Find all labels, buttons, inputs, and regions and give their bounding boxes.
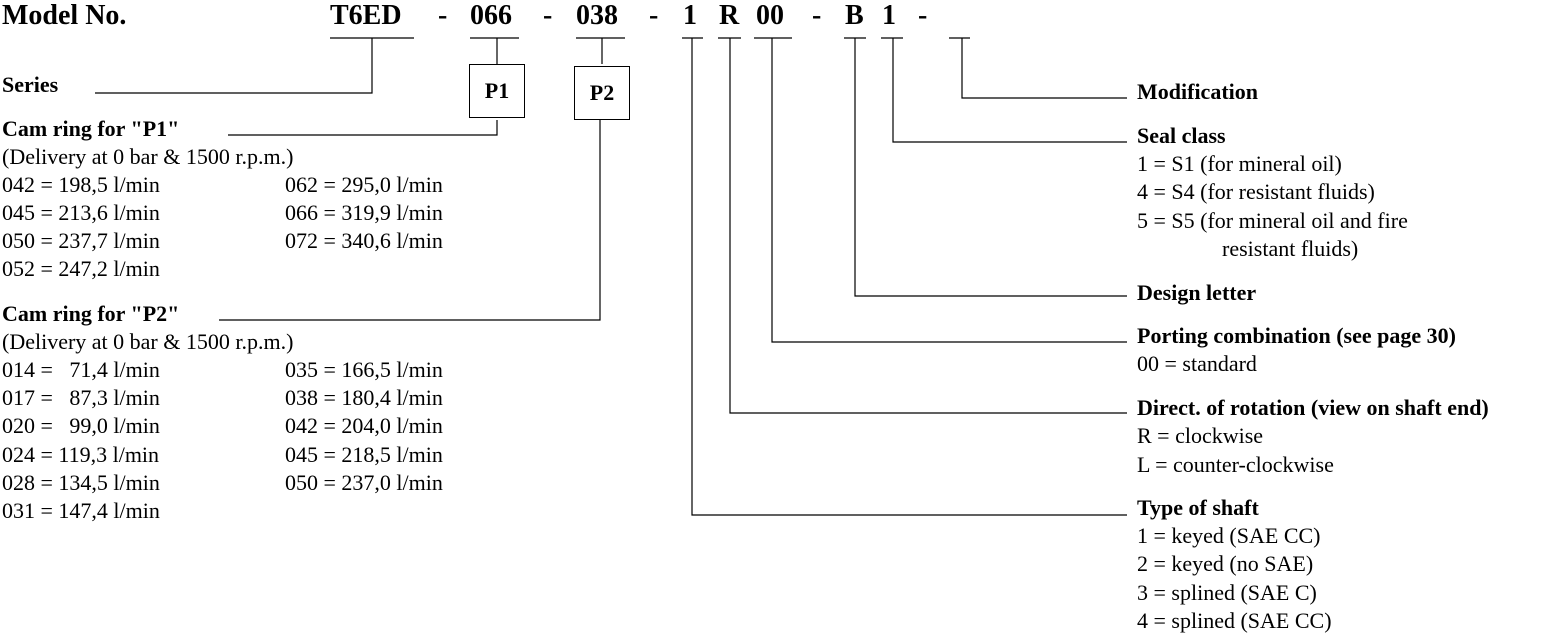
series-title: Series bbox=[2, 72, 59, 97]
code-seal: 1 bbox=[882, 0, 896, 31]
cam-p1-value: 045 = 213,6 l/min bbox=[2, 200, 160, 225]
shaft-option: 1 = keyed (SAE CC) bbox=[1137, 523, 1321, 548]
cam-p1-value: 066 = 319,9 l/min bbox=[285, 200, 443, 225]
cam-p2-value: 020 = 99,0 l/min bbox=[2, 413, 160, 438]
code-series: T6ED bbox=[330, 0, 402, 31]
leader-p2 bbox=[219, 120, 601, 321]
cam-p1-subtitle: (Delivery at 0 bar & 1500 r.p.m.) bbox=[2, 144, 294, 169]
shaft-option: 3 = splined (SAE C) bbox=[1137, 580, 1317, 605]
leader-series bbox=[95, 38, 373, 94]
shaft-option: 4 = splined (SAE CC) bbox=[1137, 608, 1332, 633]
cam-p2-value: 024 = 119,3 l/min bbox=[2, 442, 160, 467]
cam-p2-value: 028 = 134,5 l/min bbox=[2, 470, 160, 495]
shaft-title: Type of shaft bbox=[1137, 495, 1259, 520]
cam-p2-value: 017 = 87,3 l/min bbox=[2, 385, 160, 410]
seal-option: 5 = S5 (for mineral oil and fire bbox=[1137, 208, 1408, 233]
cam-p2-value: 014 = 71,4 l/min bbox=[2, 357, 160, 382]
cam-p2-value: 042 = 204,0 l/min bbox=[285, 413, 443, 438]
modification-title: Modification bbox=[1137, 79, 1258, 104]
seal-option: 4 = S4 (for resistant fluids) bbox=[1137, 179, 1375, 204]
seal-option: 1 = S1 (for mineral oil) bbox=[1137, 151, 1342, 176]
cam-p2-value: 031 = 147,4 l/min bbox=[2, 498, 160, 523]
leader-p1 bbox=[228, 120, 498, 136]
code-p2: 038 bbox=[576, 0, 618, 31]
cam-p1-value: 052 = 247,2 l/min bbox=[2, 256, 160, 281]
seal-option: resistant fluids) bbox=[1222, 236, 1359, 261]
code-p1: 066 bbox=[470, 0, 512, 31]
leader-design bbox=[854, 38, 1127, 297]
cam-p1-value: 072 = 340,6 l/min bbox=[285, 228, 443, 253]
cam-p1-value: 042 = 198,5 l/min bbox=[2, 172, 160, 197]
code-dash: - bbox=[543, 0, 553, 31]
design-title: Design letter bbox=[1137, 280, 1257, 305]
code-design: B bbox=[845, 0, 864, 31]
cam-p1-title: Cam ring for "P1" bbox=[2, 116, 180, 141]
code-dash: - bbox=[918, 0, 928, 31]
cam-p1-value: 050 = 237,7 l/min bbox=[2, 228, 160, 253]
porting-option: 00 = standard bbox=[1137, 351, 1257, 376]
leader-modification bbox=[961, 38, 1127, 99]
code-dash: - bbox=[438, 0, 448, 31]
cam-p2-title: Cam ring for "P2" bbox=[2, 301, 180, 326]
leader-rotation bbox=[729, 38, 1127, 414]
cam-p2-value: 045 = 218,5 l/min bbox=[285, 442, 443, 467]
code-rotation: R bbox=[719, 0, 740, 31]
code-dash: - bbox=[812, 0, 822, 31]
cam-p2-subtitle: (Delivery at 0 bar & 1500 r.p.m.) bbox=[2, 329, 294, 354]
code-porting: 00 bbox=[756, 0, 784, 31]
leader-seal bbox=[892, 38, 1127, 143]
cam-p2-value: 050 = 237,0 l/min bbox=[285, 470, 443, 495]
rotation-option: L = counter-clockwise bbox=[1137, 452, 1334, 477]
p1-box: P1 bbox=[469, 64, 525, 118]
rotation-title: Direct. of rotation (view on shaft end) bbox=[1137, 395, 1489, 420]
rotation-option: R = clockwise bbox=[1137, 423, 1264, 448]
p2-box: P2 bbox=[574, 66, 630, 120]
cam-p2-value: 038 = 180,4 l/min bbox=[285, 385, 443, 410]
cam-p1-value: 062 = 295,0 l/min bbox=[285, 172, 443, 197]
porting-title: Porting combination (see page 30) bbox=[1137, 323, 1456, 348]
seal-title: Seal class bbox=[1137, 123, 1226, 148]
shaft-option: 2 = keyed (no SAE) bbox=[1137, 551, 1314, 576]
leader-porting bbox=[771, 38, 1127, 343]
cam-p2-value: 035 = 166,5 l/min bbox=[285, 357, 443, 382]
code-dash: - bbox=[649, 0, 659, 31]
code-shaft: 1 bbox=[683, 0, 697, 31]
model-label: Model No. bbox=[2, 0, 127, 31]
leader-shaft bbox=[691, 38, 1127, 516]
